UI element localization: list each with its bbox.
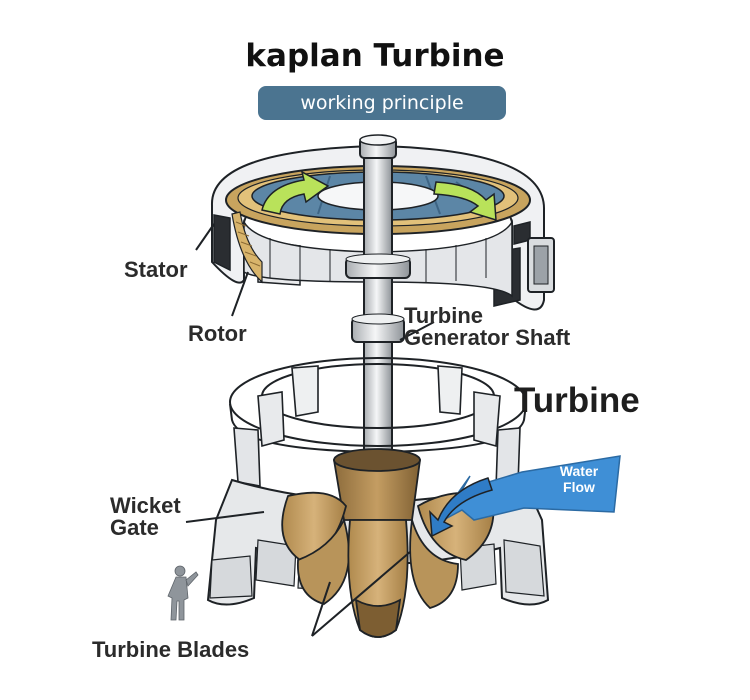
label-shaft-line1: Turbine <box>404 303 484 328</box>
label-wicket-line2: Gate <box>110 515 159 540</box>
label-rotor: Rotor <box>188 321 247 346</box>
human-scale-figure-icon <box>167 565 199 621</box>
leader-lines <box>185 223 435 637</box>
label-wicket-line1: Wicket <box>110 493 181 518</box>
wicket-gate-vanes <box>233 365 521 489</box>
label-turbine-blades: Turbine Blades <box>92 637 250 662</box>
label-turbine: Turbine <box>514 381 640 420</box>
water-flow-line2: Flow <box>563 479 595 495</box>
water-flow-arrow <box>429 455 621 538</box>
subtitle-badge: working principle <box>258 86 506 120</box>
turbine-blades <box>281 448 495 638</box>
page-title: kaplan Turbine <box>245 38 505 74</box>
label-stator: Stator <box>124 257 188 282</box>
rotation-arrow-right <box>433 181 497 222</box>
label-shaft-line2: Generator Shaft <box>404 325 571 350</box>
rotation-arrow-left <box>261 170 330 215</box>
water-flow-label: Water Flow <box>544 463 614 495</box>
water-flow-line1: Water <box>559 463 599 479</box>
